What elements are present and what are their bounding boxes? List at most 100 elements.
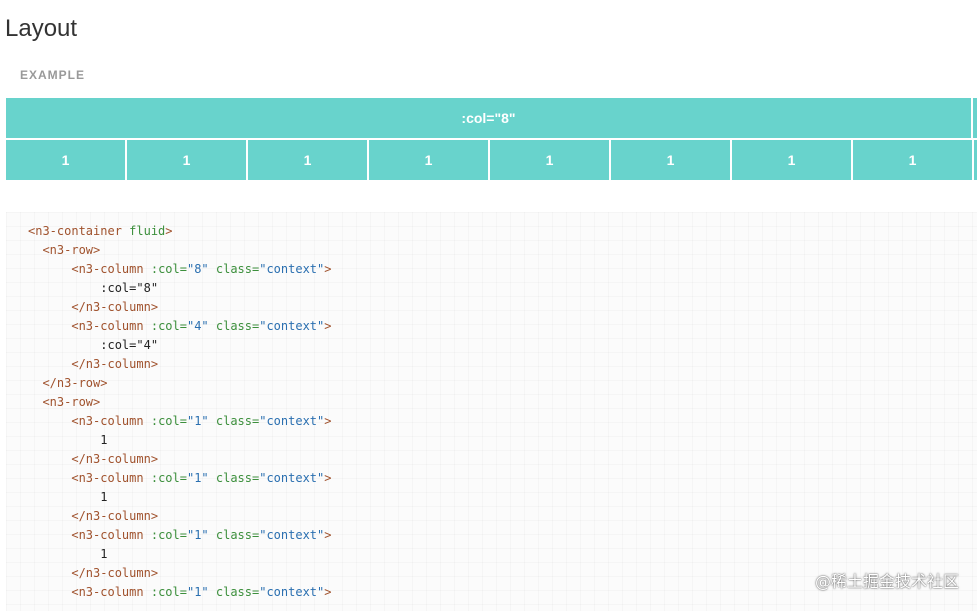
code-token: > xyxy=(324,262,332,276)
demo-column-col1: 1 xyxy=(732,140,851,180)
code-token: </n3-column> xyxy=(71,566,159,580)
code-token: :col= xyxy=(150,585,187,599)
code-token xyxy=(28,357,71,371)
demo-column-col1: 1 xyxy=(127,140,246,180)
code-token: </n3-column> xyxy=(71,300,159,314)
code-token: </n3-column> xyxy=(71,357,159,371)
code-line: 1 xyxy=(28,488,332,507)
code-token: </n3-row> xyxy=(42,376,108,390)
code-token: <n3-container xyxy=(28,224,130,238)
demo-column-col1: 1 xyxy=(490,140,609,180)
code-token: "8" xyxy=(186,262,209,276)
example-section-label: EXAMPLE xyxy=(20,68,86,82)
code-line: </n3-column> xyxy=(28,298,332,317)
code-line: </n3-column> xyxy=(28,564,332,583)
demo-column-col8: :col="8" xyxy=(6,98,971,138)
code-token: 1 xyxy=(100,547,108,561)
demo-column-col1: 1 xyxy=(248,140,367,180)
code-token: <n3-column xyxy=(71,414,151,428)
code-line: 1 xyxy=(28,545,332,564)
code-token: "context" xyxy=(259,528,325,542)
code-token xyxy=(28,319,71,333)
code-line: </n3-row> xyxy=(28,374,332,393)
code-line: </n3-column> xyxy=(28,507,332,526)
code-token xyxy=(28,338,100,352)
layout-demo: :col="8" 1 1 1 1 1 1 1 1 xyxy=(6,98,977,180)
code-line: :col="4" xyxy=(28,336,332,355)
code-token: "4" xyxy=(186,319,209,333)
code-token: <n3-column xyxy=(71,528,151,542)
code-line: </n3-column> xyxy=(28,450,332,469)
code-token xyxy=(28,376,42,390)
code-token xyxy=(28,414,71,428)
code-token xyxy=(28,243,42,257)
demo-row: 1 1 1 1 1 1 1 1 xyxy=(6,140,977,180)
code-token: :col="4" xyxy=(100,338,159,352)
code-token: 1 xyxy=(100,490,108,504)
code-token xyxy=(28,509,71,523)
code-token: fluid xyxy=(129,224,166,238)
code-example: <n3-container fluid> <n3-row> <n3-column… xyxy=(6,212,977,611)
code-token: <n3-row> xyxy=(42,243,101,257)
code-lines: <n3-container fluid> <n3-row> <n3-column… xyxy=(28,222,332,602)
code-line: :col="8" xyxy=(28,279,332,298)
page-title: Layout xyxy=(5,15,78,42)
code-token: </n3-column> xyxy=(71,452,159,466)
code-token: class= xyxy=(208,262,260,276)
code-token: class= xyxy=(208,528,260,542)
demo-column-col1: 1 xyxy=(853,140,972,180)
code-token xyxy=(28,528,71,542)
code-token: "context" xyxy=(259,414,325,428)
code-token: :col= xyxy=(150,471,187,485)
code-token: > xyxy=(324,319,332,333)
code-token: "context" xyxy=(259,471,325,485)
code-token: <n3-column xyxy=(71,319,151,333)
demo-column-col1-overflow xyxy=(974,140,977,180)
code-token: "context" xyxy=(259,585,325,599)
code-token: :col= xyxy=(150,262,187,276)
demo-column-col1: 1 xyxy=(6,140,125,180)
code-token xyxy=(28,547,100,561)
code-token: class= xyxy=(208,414,260,428)
code-token: > xyxy=(324,414,332,428)
code-token xyxy=(28,585,71,599)
code-line: <n3-container fluid> xyxy=(28,222,332,241)
code-line: </n3-column> xyxy=(28,355,332,374)
code-token xyxy=(28,452,71,466)
code-line: <n3-column :col="8" class="context"> xyxy=(28,260,332,279)
code-token: "1" xyxy=(186,528,209,542)
code-line: <n3-column :col="1" class="context"> xyxy=(28,412,332,431)
code-token: > xyxy=(324,528,332,542)
code-token: "context" xyxy=(259,262,325,276)
code-token: :col= xyxy=(150,414,187,428)
code-line: <n3-column :col="1" class="context"> xyxy=(28,469,332,488)
code-token: 1 xyxy=(100,433,108,447)
code-line: <n3-column :col="1" class="context"> xyxy=(28,526,332,545)
code-line: 1 xyxy=(28,431,332,450)
code-token: "1" xyxy=(186,471,209,485)
code-token: > xyxy=(165,224,173,238)
demo-column-col1: 1 xyxy=(369,140,488,180)
code-token xyxy=(28,262,71,276)
code-token: "1" xyxy=(186,414,209,428)
code-token: <n3-row> xyxy=(42,395,101,409)
code-token: > xyxy=(324,471,332,485)
code-line: <n3-column :col="1" class="context"> xyxy=(28,583,332,602)
code-line: <n3-row> xyxy=(28,393,332,412)
code-token: :col="8" xyxy=(100,281,159,295)
code-token xyxy=(28,433,100,447)
demo-row: :col="8" xyxy=(6,98,977,138)
code-token: :col= xyxy=(150,319,187,333)
watermark-logo: @稀土掘金技术社区 xyxy=(814,572,959,591)
code-token xyxy=(28,566,71,580)
code-token xyxy=(28,300,71,314)
code-token: <n3-column xyxy=(71,262,151,276)
code-token: class= xyxy=(208,585,260,599)
demo-column-col1: 1 xyxy=(611,140,730,180)
code-token: class= xyxy=(208,471,260,485)
demo-column-col4 xyxy=(973,98,977,138)
code-token xyxy=(28,490,100,504)
code-token: </n3-column> xyxy=(71,509,159,523)
code-token: > xyxy=(324,585,332,599)
